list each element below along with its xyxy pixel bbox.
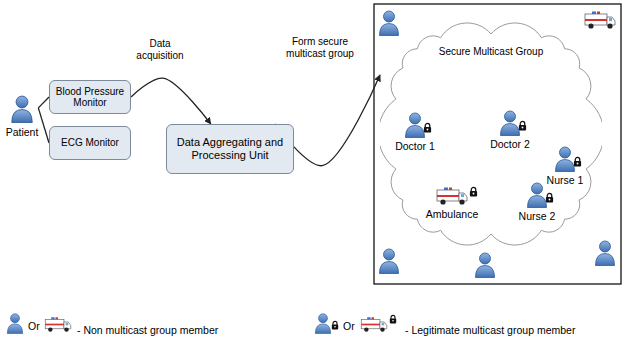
connector-word: Or — [342, 320, 356, 333]
legend-ambulance-icon — [361, 317, 387, 332]
doctor-icon — [501, 111, 520, 136]
process-box: Data Aggregating and Processing Unit — [166, 124, 294, 174]
box-label: Data Aggregating and Processing Unit — [171, 136, 289, 161]
patient-icon — [12, 96, 32, 122]
lock-icon — [519, 121, 526, 130]
lock-icon — [574, 157, 581, 166]
doctor-icon — [406, 113, 425, 138]
label-holder: Or — [27, 320, 41, 333]
multicast-cloud: Secure Multicast GroupDoctor 1 Doctor 2 Nu… — [380, 16, 602, 252]
connector — [38, 108, 49, 143]
edge-label-holder: Data acquisition — [130, 38, 190, 62]
legend-lock-icon — [390, 315, 396, 323]
patient-figure: Patient — [6, 95, 39, 138]
connector-word: Or — [27, 320, 41, 333]
connector — [131, 78, 211, 124]
node-label: Secure Multicast Group — [380, 46, 602, 57]
member-figure: Nurse 2 — [519, 182, 556, 222]
non-member-icon — [380, 11, 399, 36]
node-label: Ambulance — [426, 208, 479, 220]
nurse-icon — [528, 183, 547, 208]
lock-icon — [424, 123, 431, 132]
member-figure: Nurse 1 — [547, 146, 584, 186]
node-label: Nurse 1 — [547, 174, 584, 186]
lock-icon — [470, 187, 477, 196]
legend-lock-icon — [332, 321, 338, 329]
box-label: ECG Monitor — [61, 137, 119, 149]
monitor-box: Blood Pressure Monitor — [49, 80, 131, 114]
legend-entry: - Non multicast group member — [76, 320, 219, 338]
legend-person-icon — [7, 314, 22, 334]
node-label: Patient — [6, 126, 39, 138]
node-label: Nurse 2 — [519, 210, 556, 222]
node-label: Doctor 2 — [490, 138, 530, 150]
edge-label: Form secure multicast group — [278, 36, 362, 60]
monitor-box: ECG Monitor — [49, 126, 131, 160]
legend-text: - Non multicast group member — [76, 324, 219, 337]
member-figure: Doctor 2 — [490, 110, 530, 150]
nurse-icon — [556, 147, 575, 172]
legend-person-icon — [315, 314, 330, 334]
connector — [38, 97, 49, 108]
edge-label-holder: Form secure multicast group — [278, 36, 362, 60]
node-label: Doctor 1 — [395, 140, 435, 152]
edge-label: Data acquisition — [130, 38, 190, 62]
non-member-icon — [380, 249, 399, 274]
label-holder: Or — [342, 320, 356, 333]
member-figure: Doctor 1 — [395, 112, 435, 152]
ambulance-icon — [437, 188, 467, 205]
non-member-icon — [476, 253, 495, 278]
legend-ambulance-icon — [45, 317, 71, 332]
lock-icon — [546, 193, 553, 202]
non-member-icon — [596, 241, 615, 266]
cloud-shape — [380, 23, 602, 245]
legend-text: - Legitimate multicast group member — [404, 324, 576, 337]
member-figure: Ambulance — [426, 186, 479, 220]
group-region — [374, 4, 621, 284]
box-label: Blood Pressure Monitor — [54, 86, 126, 109]
non-member-ambulance — [585, 12, 615, 29]
legend-entry: - Legitimate multicast group member — [404, 320, 576, 338]
